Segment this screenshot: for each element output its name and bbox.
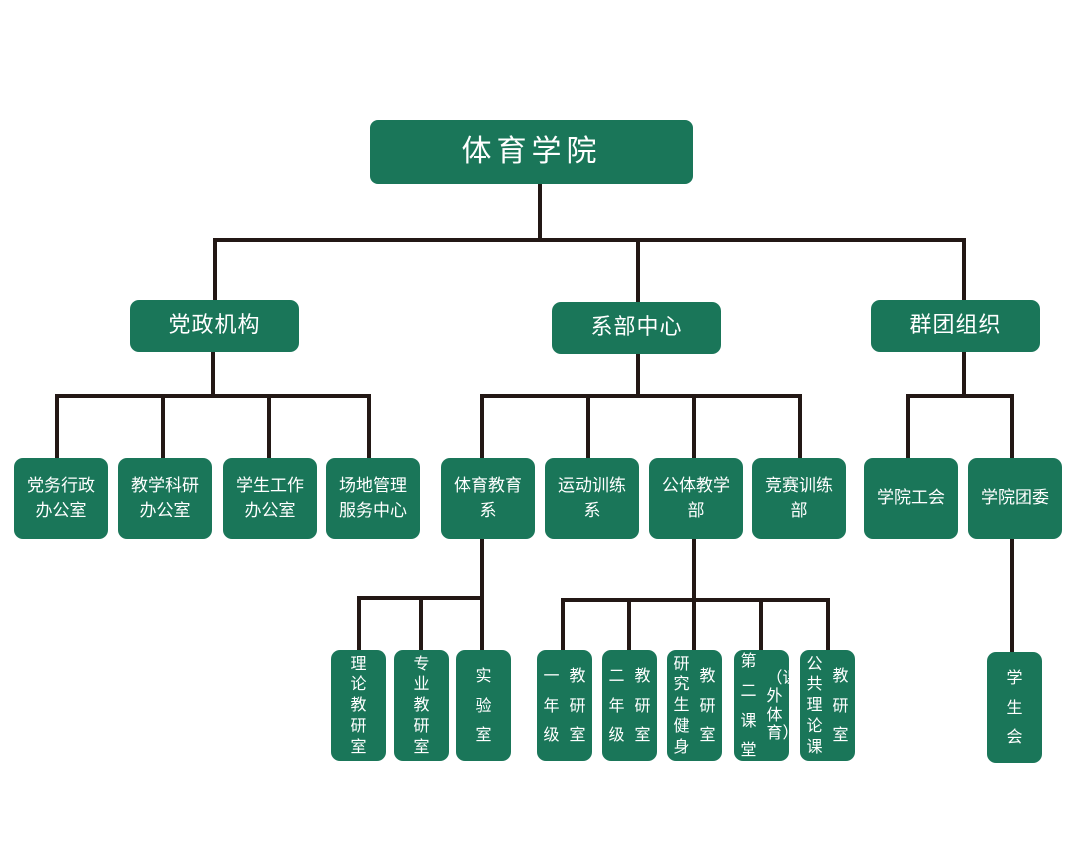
node-sports-training-label: 运动训练系 [558,475,626,521]
node-student-office: 学生工作 办公室 [223,458,317,539]
node-party: 党政机构 [130,300,299,352]
node-grade1-lab: 一年级 教研室 [537,650,592,761]
col-left: 第二课堂 [740,651,757,760]
connector-pe-sub [357,537,484,652]
col-left: 研究生健身 [673,653,690,756]
line1: 场地管理 [339,475,407,496]
connector-root [213,182,966,304]
node-competition-label: 竞赛训练部 [765,475,833,521]
node-pe-education-label: 体育教育系 [454,475,522,521]
node-youth-league-label: 学院团委 [981,488,1049,509]
node-dept-label: 系部中心 [590,315,683,341]
node-groups-label: 群团组织 [909,313,1002,339]
node-public-theory-lab: 公共理论课 教研室 [800,650,855,761]
line2: 办公室 [244,500,296,521]
root-node: 体育学院 [370,120,693,184]
col-right: 教研室 [699,666,716,745]
node-party-office: 党务行政 办公室 [14,458,108,539]
root-label: 体育学院 [461,134,602,170]
connector-public-sub [561,537,830,652]
col-right: 教研室 [832,666,849,745]
line2: 办公室 [35,500,87,521]
col-left: 一年级 [543,666,560,745]
connector-party [55,350,371,460]
node-grade2-lab: 二年级 教研室 [602,650,657,761]
line1: 党务行政 [27,475,95,496]
node-student-union: 学生会 [987,652,1042,763]
node-union: 学院工会 [864,458,958,539]
node-theory-lab: 理论教研室 [331,650,386,761]
col-right: 教研室 [634,666,651,745]
col-left: 公共理论课 [806,653,823,756]
line2: 服务中心 [339,500,407,521]
node-venue-center: 场地管理 服务中心 [326,458,420,539]
line1: 教学科研 [131,475,199,496]
node-theory-lab-label: 理论教研室 [350,653,367,756]
line1: 学生工作 [236,475,304,496]
node-party-label: 党政机构 [168,313,261,339]
node-major-lab-label: 专业教研室 [413,653,430,756]
node-major-lab: 专业教研室 [394,650,449,761]
node-lab: 实验室 [456,650,511,761]
node-competition: 竞赛训练部 [752,458,846,539]
node-public-pe-label: 公体教学部 [662,475,730,521]
node-student-union-label: 学生会 [1006,668,1023,747]
node-dept: 系部中心 [552,302,721,354]
node-public-pe: 公体教学部 [649,458,743,539]
node-youth-league: 学院团委 [968,458,1062,539]
node-pe-education: 体育教育系 [441,458,535,539]
line2: 办公室 [139,500,191,521]
node-union-label: 学院工会 [877,488,945,509]
node-second-classroom: 第二课堂 （课外体育） [734,650,799,761]
node-graduate-fitness-lab: 研究生健身 教研室 [667,650,722,761]
col-right: （课外体育） [766,667,799,742]
connector-dept [480,352,802,460]
connector-groups [906,350,1014,460]
node-teaching-office: 教学科研 办公室 [118,458,212,539]
col-left: 二年级 [608,666,625,745]
node-groups: 群团组织 [871,300,1040,352]
node-sports-training: 运动训练系 [545,458,639,539]
col-right: 教研室 [569,666,586,745]
node-lab-label: 实验室 [475,666,492,745]
